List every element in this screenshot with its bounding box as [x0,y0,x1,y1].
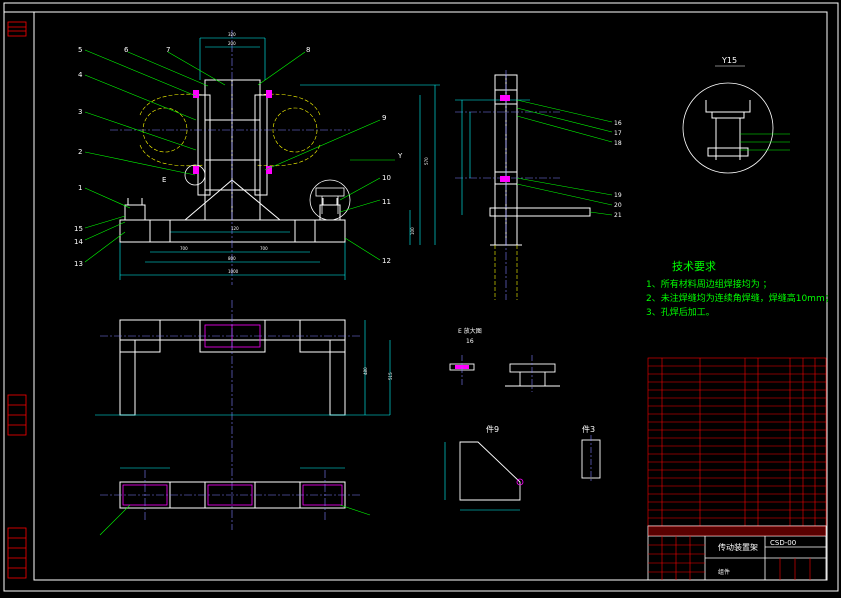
balloon-18: 18 [614,140,622,147]
drawing-title: 传动装置架 [718,542,758,552]
balloon-6: 6 [124,46,129,54]
svg-text:480: 480 [363,367,368,375]
balloon-16: 16 [614,120,622,127]
balloon-11: 11 [382,198,391,206]
side-view: 16 17 18 19 20 21 [455,70,622,300]
drawing-number: CSD-00 [770,539,796,547]
svg-text:100: 100 [410,227,415,235]
balloon-1: 1 [78,184,82,192]
e-view-label: E 放大图 [458,327,482,335]
sheet-frame [3,2,839,592]
part9-label: 件9 [486,424,499,434]
detail-y15: Y15 [682,56,790,174]
tech-requirements: 技术要求 1、所有材料周边组焊接均为 ； 2、未注焊缝均为连续角焊缝，焊缝高10… [646,260,834,318]
balloon-19: 19 [614,192,622,199]
svg-text:1000: 1000 [228,269,239,274]
title-block: CSD-00 传动装置架 组件 [647,525,827,581]
part-3: 件3 [581,424,601,482]
balloon-8: 8 [306,46,310,54]
balloon-7: 7 [166,46,170,54]
svg-text:800: 800 [228,256,236,261]
balloon-5: 5 [78,46,82,54]
e-detail: E 放大图 16 [449,327,560,392]
svg-text:570: 570 [424,157,429,165]
balloon-9: 9 [382,114,386,122]
e-view-scale: 16 [466,338,474,345]
balloon-3: 3 [78,108,82,116]
part-9: 件9 [444,424,524,511]
part3-label: 件3 [582,424,595,434]
tech-title: 技术要求 [672,260,716,273]
svg-text:120: 120 [231,226,239,231]
tech-item-2: 2、未注焊缝均为连续角焊缝，焊缝高10mm； [646,292,834,304]
tech-item-1: 1、所有材料周边组焊接均为 ； [646,278,772,290]
balloon-21: 21 [614,212,622,219]
drawing-subtitle: 组件 [718,568,730,576]
balloon-15: 15 [74,225,83,233]
svg-text:700: 700 [260,246,268,251]
svg-text:700: 700 [180,246,188,251]
svg-text:515: 515 [388,372,393,380]
plan-view: 515 480 [95,300,393,530]
balloon-10: 10 [382,174,391,182]
left-margin-strips [7,21,27,579]
marker-y: Y [397,152,403,160]
balloon-17: 17 [614,130,622,137]
marker-e: E [162,176,166,184]
tech-item-3: 3、孔焊后加工。 [646,306,715,318]
balloon-4: 4 [78,71,83,79]
parts-list [647,357,827,527]
bottom-view [99,467,371,536]
balloon-2: 2 [78,148,82,156]
balloon-12: 12 [382,257,391,265]
svg-text:200: 200 [228,41,236,46]
detail-y15-label: Y15 [721,56,737,65]
svg-text:320: 320 [228,32,236,37]
balloon-13: 13 [74,260,83,268]
balloon-14: 14 [74,238,83,246]
balloon-20: 20 [614,202,622,209]
front-view: 320 200 1000 800 700 700 120 570 100 [74,30,440,285]
